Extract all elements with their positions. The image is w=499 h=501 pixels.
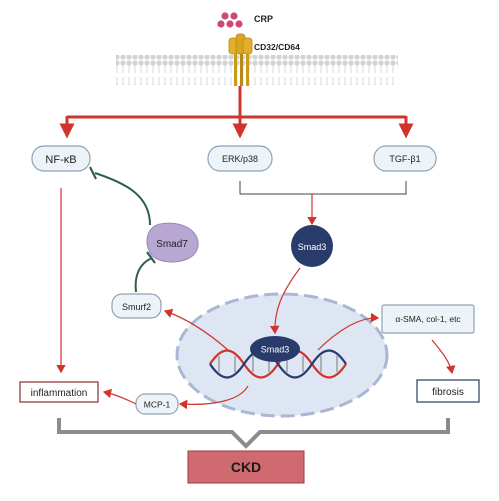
nucleus-to-smurf2-arrow bbox=[163, 308, 229, 351]
nucleus-to-asma-arrow bbox=[317, 312, 380, 351]
crp-molecule-icon bbox=[217, 12, 243, 28]
cell-membrane bbox=[116, 55, 398, 85]
asma-to-fibrosis-arrow bbox=[431, 339, 456, 375]
asma-col1-label: α-SMA, col-1, etc bbox=[395, 314, 461, 324]
smurf2-node bbox=[111, 293, 162, 319]
smurf2-label: Smurf2 bbox=[122, 302, 151, 312]
nfkb-label: NF-κB bbox=[45, 154, 76, 166]
erk-p38-label: ERK/p38 bbox=[222, 154, 258, 164]
receptor-branch-arrows bbox=[59, 86, 414, 139]
smad7-inhibits-nfkb bbox=[94, 172, 151, 226]
cd32-cd64-receptor-icon bbox=[228, 33, 253, 86]
smad3-cytoplasm-label: Smad3 bbox=[298, 242, 327, 252]
dna-helix-icon bbox=[209, 349, 347, 379]
asma-col1-node bbox=[381, 304, 475, 334]
smad7-label: Smad7 bbox=[156, 239, 188, 250]
nfkb-node bbox=[31, 145, 91, 172]
inhibition-bar-nfkb bbox=[89, 166, 97, 180]
smad3-nucleus-node bbox=[250, 336, 300, 362]
mcp1-to-inflammation-arrow bbox=[102, 388, 137, 405]
inflammation-node bbox=[19, 381, 99, 403]
inhibition-bar-smad7 bbox=[146, 251, 156, 264]
nucleus-to-mcp1-arrow bbox=[178, 385, 249, 410]
crp-label: CRP bbox=[254, 14, 273, 24]
erk-p38-node bbox=[207, 145, 273, 172]
ckd-node bbox=[187, 450, 305, 484]
fibrosis-node bbox=[416, 379, 480, 403]
mcp1-label: MCP-1 bbox=[144, 400, 171, 410]
smad3-nucleus-label: Smad3 bbox=[261, 345, 290, 355]
tgf-beta1-node bbox=[373, 145, 437, 172]
inflammation-label: inflammation bbox=[31, 388, 88, 399]
erk-tgf-bracket bbox=[239, 181, 407, 195]
smad3-translocation-arrow bbox=[269, 267, 301, 335]
tgf-beta1-label: TGF-β1 bbox=[389, 154, 420, 164]
smurf2-inhibits-smad7 bbox=[134, 257, 153, 293]
smad7-node bbox=[146, 222, 199, 263]
fibrosis-label: fibrosis bbox=[432, 387, 464, 398]
receptor-label: CD32/CD64 bbox=[254, 42, 300, 52]
smad3-cytoplasm-node bbox=[291, 225, 333, 267]
ckd-bracket bbox=[57, 418, 450, 449]
ckd-label: CKD bbox=[231, 459, 261, 475]
